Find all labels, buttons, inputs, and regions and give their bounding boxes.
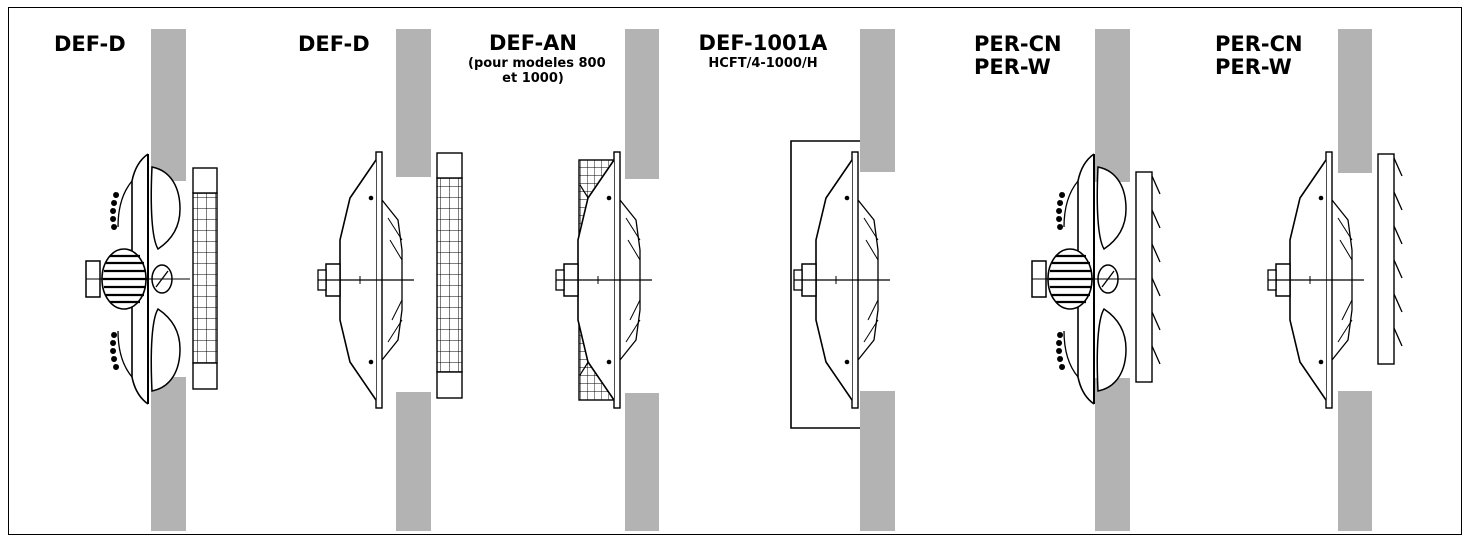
panel-3 bbox=[555, 29, 659, 531]
fan-unit bbox=[793, 151, 891, 409]
wall-section bbox=[625, 29, 659, 179]
panel-4-title: DEF-1001A bbox=[698, 31, 828, 55]
panel-2-title: DEF-D bbox=[298, 32, 370, 56]
panel-5 bbox=[1030, 29, 1161, 531]
guard-grille bbox=[436, 177, 463, 373]
wall-section bbox=[396, 392, 431, 531]
panel-4 bbox=[790, 29, 895, 531]
panel-6 bbox=[1267, 29, 1403, 531]
panel-3-note-line1: (pour modeles 800 bbox=[468, 56, 606, 71]
wall-section bbox=[1095, 29, 1130, 182]
guard-end bbox=[436, 152, 463, 179]
panel-4-label: DEF-1001A HCFT/4-1000/H bbox=[690, 31, 836, 71]
shutter bbox=[1135, 171, 1161, 383]
panel-4-subtitle: HCFT/4-1000/H bbox=[708, 56, 818, 71]
fan-unit bbox=[84, 152, 192, 406]
wall-section bbox=[860, 391, 895, 531]
panel-1 bbox=[84, 29, 218, 531]
shutter bbox=[1377, 153, 1403, 365]
fan-unit bbox=[1267, 151, 1365, 409]
guard-end bbox=[436, 371, 463, 399]
panel-1-title: DEF-D bbox=[54, 32, 126, 56]
guard-end bbox=[192, 167, 218, 194]
wall-section bbox=[1338, 391, 1372, 531]
panel-5-label: PER-CN PER-W bbox=[974, 33, 1062, 79]
panel-5-title-line2: PER-W bbox=[974, 55, 1051, 79]
wall-section bbox=[151, 29, 186, 181]
wall-section bbox=[151, 377, 186, 531]
diagram-frame bbox=[8, 7, 1462, 535]
panel-3-title: DEF-AN bbox=[488, 31, 578, 55]
panel-5-title-line1: PER-CN bbox=[974, 32, 1062, 56]
wall-section bbox=[1338, 29, 1372, 173]
panel-3-note-line2: et 1000) bbox=[502, 71, 564, 86]
panel-6-title-line2: PER-W bbox=[1215, 55, 1292, 79]
fan-unit bbox=[1030, 152, 1138, 406]
wall-section bbox=[860, 29, 895, 172]
mounting-box bbox=[790, 140, 860, 429]
panel-6-title-line1: PER-CN bbox=[1215, 32, 1303, 56]
wall-section bbox=[625, 393, 659, 531]
panel-3-label: DEF-AN (pour modeles 800 et 1000) bbox=[468, 31, 606, 86]
guard-grille bbox=[192, 192, 218, 364]
panel-6-label: PER-CN PER-W bbox=[1215, 33, 1303, 79]
fan-unit bbox=[317, 151, 415, 409]
wall-section bbox=[1095, 378, 1130, 531]
guard-end bbox=[192, 362, 218, 390]
panel-2 bbox=[317, 29, 463, 531]
wall-section bbox=[396, 29, 431, 177]
fan-unit bbox=[555, 151, 653, 409]
